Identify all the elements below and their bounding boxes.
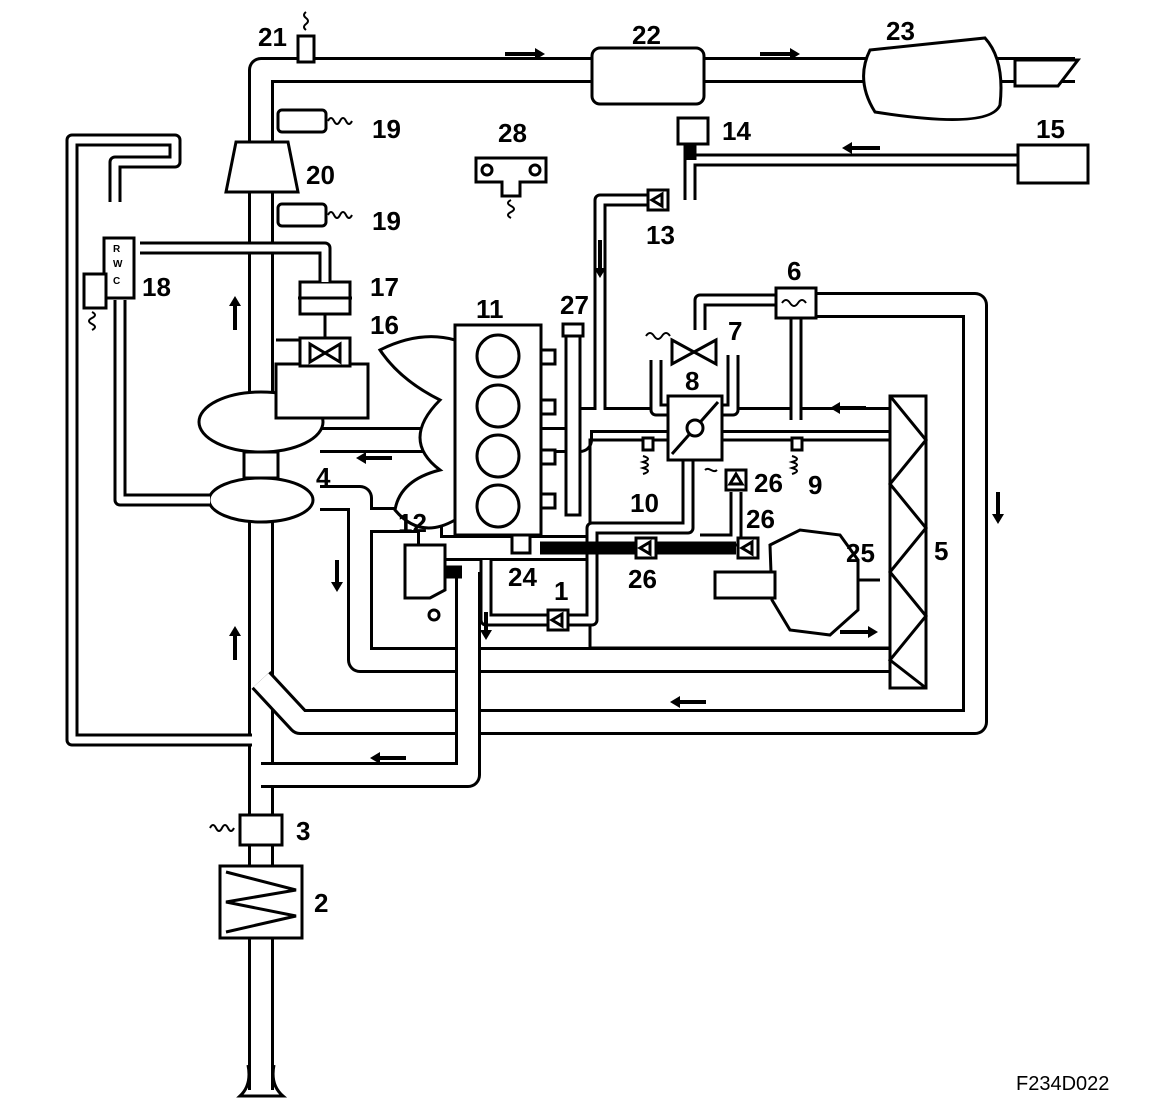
valve-letter-w: W <box>113 259 123 270</box>
muffler <box>590 46 706 106</box>
vacuum-hoses <box>65 133 1018 747</box>
label-6: 6 <box>787 256 801 286</box>
air-mass-meter <box>224 140 300 194</box>
wastegate <box>274 280 370 420</box>
label-26-right: 26 <box>746 504 775 534</box>
label-3: 3 <box>296 816 310 846</box>
pressure-sensor-28 <box>474 156 548 219</box>
check-valve-26-right <box>736 536 760 560</box>
component-14 <box>676 116 710 146</box>
valve-3 <box>209 813 284 847</box>
label-2: 2 <box>314 888 328 918</box>
label-9: 9 <box>808 470 822 500</box>
label-17: 17 <box>370 272 399 302</box>
label-19-upper: 19 <box>372 114 401 144</box>
label-1: 1 <box>554 576 568 606</box>
brake-booster <box>713 528 880 637</box>
label-19-lower: 19 <box>372 206 401 236</box>
valve-letter-r: R <box>113 244 121 255</box>
label-21: 21 <box>258 22 287 52</box>
label-12: 12 <box>398 508 427 538</box>
label-5: 5 <box>934 536 948 566</box>
engine-block <box>377 323 557 555</box>
throttle-body <box>666 394 724 473</box>
label-28: 28 <box>498 118 527 148</box>
label-20: 20 <box>306 160 335 190</box>
label-4: 4 <box>316 462 331 492</box>
label-8: 8 <box>685 366 699 396</box>
label-14: 14 <box>722 116 751 146</box>
exhaust-end <box>1013 58 1082 88</box>
check-valve-13 <box>646 188 670 212</box>
fuel-rail <box>561 322 585 517</box>
label-25: 25 <box>846 538 875 568</box>
check-valve-1 <box>546 608 570 632</box>
valve-6 <box>774 286 818 320</box>
label-22: 22 <box>632 20 661 50</box>
check-valve-26-top <box>724 468 748 492</box>
label-11: 11 <box>476 294 504 324</box>
label-23: 23 <box>886 16 915 46</box>
label-24: 24 <box>508 562 537 592</box>
sensor-10 <box>639 436 655 475</box>
component-12 <box>403 543 447 622</box>
component-15 <box>1016 143 1090 185</box>
catalytic-converter <box>862 36 1003 122</box>
lambda-probe <box>296 11 316 64</box>
valve-letter-c: C <box>113 276 120 287</box>
intake-duct-loop <box>251 292 988 788</box>
label-26-mid: 26 <box>628 564 657 594</box>
label-7: 7 <box>728 316 742 346</box>
label-18: 18 <box>142 272 171 302</box>
bypass-valve <box>645 332 718 367</box>
label-15: 15 <box>1036 114 1065 144</box>
air-filter <box>218 864 304 940</box>
intercooler <box>588 394 928 690</box>
label-26-top: 26 <box>754 468 783 498</box>
label-10: 10 <box>630 488 659 518</box>
sensor-19-upper <box>276 108 353 134</box>
flow-arrows <box>229 48 1004 764</box>
air-inlet-flare <box>236 1064 288 1098</box>
label-13: 13 <box>646 220 675 250</box>
label-16: 16 <box>370 310 399 340</box>
label-27: 27 <box>560 290 589 320</box>
sensor-9 <box>788 436 804 475</box>
intake-pipe <box>248 57 1075 1090</box>
check-valve-26-mid <box>634 536 658 560</box>
figure-code: F234D022 <box>1016 1073 1109 1095</box>
sensor-19-lower <box>276 202 353 228</box>
solenoid-valve-18 <box>82 236 136 331</box>
